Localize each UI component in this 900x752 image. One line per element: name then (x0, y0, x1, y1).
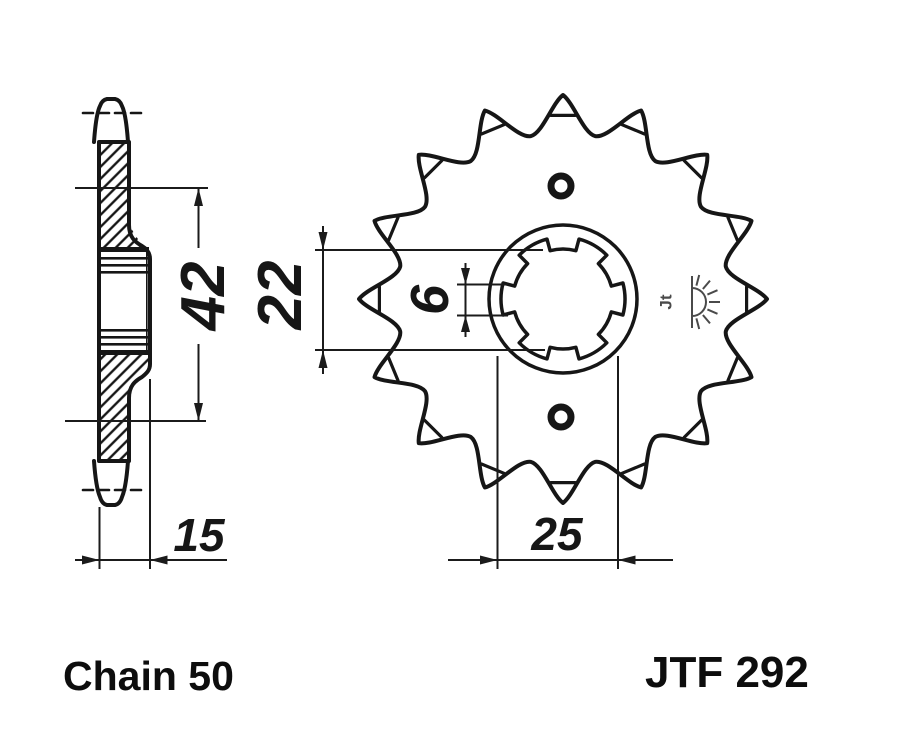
logo-half-sun (691, 287, 707, 317)
hatch-upper-plate (99, 142, 143, 247)
front-gear-view (357, 93, 769, 505)
lightening-hole (547, 403, 575, 431)
dimension-42-value: 42 (169, 261, 238, 331)
dimension-42 (65, 187, 208, 422)
dimension-6-value: 6 (400, 284, 460, 316)
dimension-6 (457, 263, 508, 337)
jt-logo-text: Jt (656, 294, 676, 310)
jt-sunrise-logo (691, 274, 720, 330)
dimension-22 (315, 226, 545, 374)
side-top-tooth (92, 97, 130, 144)
hub-circle (487, 223, 639, 375)
lightening-hole (547, 172, 575, 200)
side-bore-bands (99, 247, 149, 355)
side-section-view (81, 97, 152, 507)
dimension-25 (448, 356, 673, 569)
chain-size-label: Chain 50 (63, 653, 234, 699)
logo-sun-rays (695, 274, 720, 330)
dimension-25-value: 25 (531, 508, 583, 560)
side-bottom-tooth (92, 459, 130, 507)
lightening-holes (547, 172, 575, 431)
spline-bore-outline (499, 237, 627, 361)
gear-teeth-outline (357, 93, 769, 505)
part-number-label: JTF 292 (645, 648, 809, 697)
dimension-22-value: 22 (246, 260, 315, 330)
hatch-lower-plate (99, 352, 150, 461)
dimension-annotations (65, 187, 673, 569)
side-plate-outline (97, 140, 152, 463)
dimension-15 (75, 379, 227, 569)
tooth-tip-chamfer-lines (377, 113, 749, 485)
dimension-15-value: 15 (173, 509, 225, 561)
